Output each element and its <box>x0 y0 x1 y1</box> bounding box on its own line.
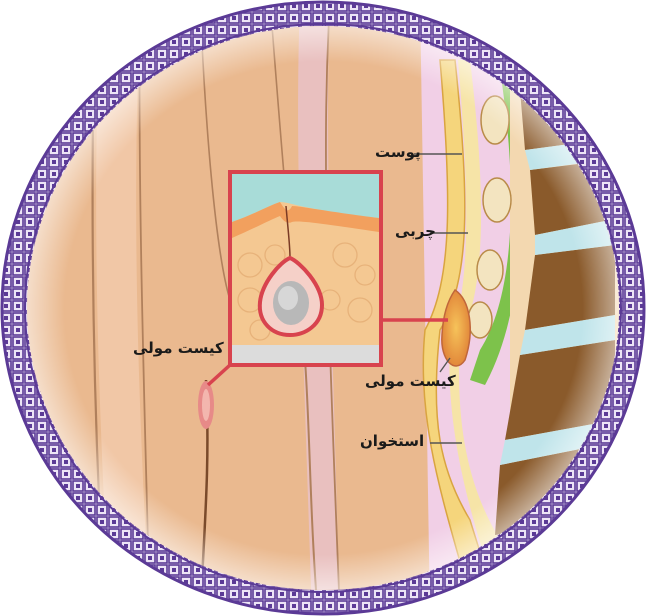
label-cyst-back: کیست مولی <box>133 339 224 357</box>
label-skin: پوست <box>375 143 421 161</box>
label-cyst-side: کیست مولی <box>365 372 456 390</box>
label-bone: استخوان <box>360 432 424 450</box>
label-fat: چربی <box>395 222 436 240</box>
